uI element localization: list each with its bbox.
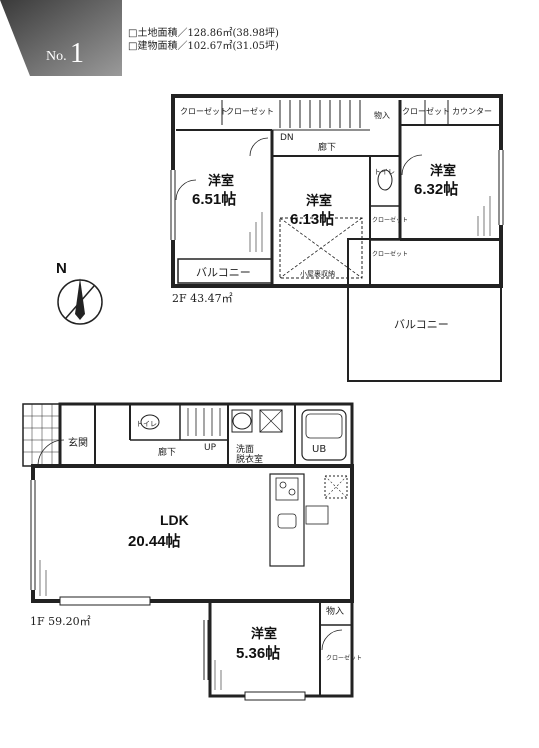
building-area-text: □建物面積／102.67㎡(31.05坪) — [128, 41, 279, 52]
floor1-walls — [22, 402, 354, 701]
floor1-room-name: 洋室 — [251, 626, 277, 641]
badge-no-label: No. — [46, 49, 67, 64]
floor2-dn: DN — [280, 133, 294, 143]
floor2-room-center-name: 洋室 — [306, 193, 332, 208]
floor2-room-right-size: 6.32帖 — [414, 180, 458, 198]
floor2-hallway: 廊下 — [318, 141, 336, 153]
floor2-closet-1: クローゼット — [180, 106, 228, 116]
land-area-text: □土地面積／128.86㎡(38.98坪) — [128, 28, 279, 39]
floor2-room-right-name: 洋室 — [430, 163, 456, 178]
floor2-room-left-size: 6.51帖 — [192, 190, 236, 208]
compass-label: N — [56, 260, 67, 277]
floor1-hallway: 廊下 — [158, 446, 176, 458]
floor2-closet-side: クローゼット — [372, 216, 408, 224]
floor2-label: 2F 43.47㎡ — [172, 292, 233, 305]
floor2-balcony-right: バルコニー — [394, 318, 449, 331]
floor1-ldk-name: LDK — [160, 512, 189, 528]
floor1-ub: UB — [312, 444, 326, 455]
plan-number-badge: No. 1 — [0, 0, 122, 76]
floor2-closet-3: クローゼット — [402, 106, 450, 116]
floor2-counter: カウンター — [452, 107, 492, 116]
floor1-up: UP — [204, 443, 217, 453]
floor1-label: 1F 59.20㎡ — [30, 615, 91, 628]
floor1-entrance: 玄関 — [68, 436, 88, 449]
badge-number: 1 — [70, 38, 84, 69]
floor2-walls — [170, 94, 504, 382]
floor1-closet: クローゼット — [326, 654, 362, 662]
floor2-toilet: トイレ — [374, 168, 395, 176]
floor1-washroom: 洗面脱衣室 — [236, 443, 263, 465]
floor2-closet-side2: クローゼット — [372, 250, 408, 258]
floor2-room-left-name: 洋室 — [208, 173, 234, 188]
floor1-storage: 物入 — [326, 605, 344, 617]
floor2-room-center-size: 6.13帖 — [290, 210, 334, 228]
floor2-balcony-left: バルコニー — [196, 266, 251, 279]
floor1-toilet: トイレ — [136, 420, 157, 428]
floor2-storage: 物入 — [374, 110, 390, 120]
floor2-closet-2: クローゼット — [226, 106, 274, 116]
floor2-attic: 小屋裏収納 — [300, 269, 335, 278]
floor1-ldk-size: 20.44帖 — [128, 532, 181, 550]
floor1-room-size: 5.36帖 — [236, 644, 280, 662]
compass-icon — [57, 278, 103, 325]
